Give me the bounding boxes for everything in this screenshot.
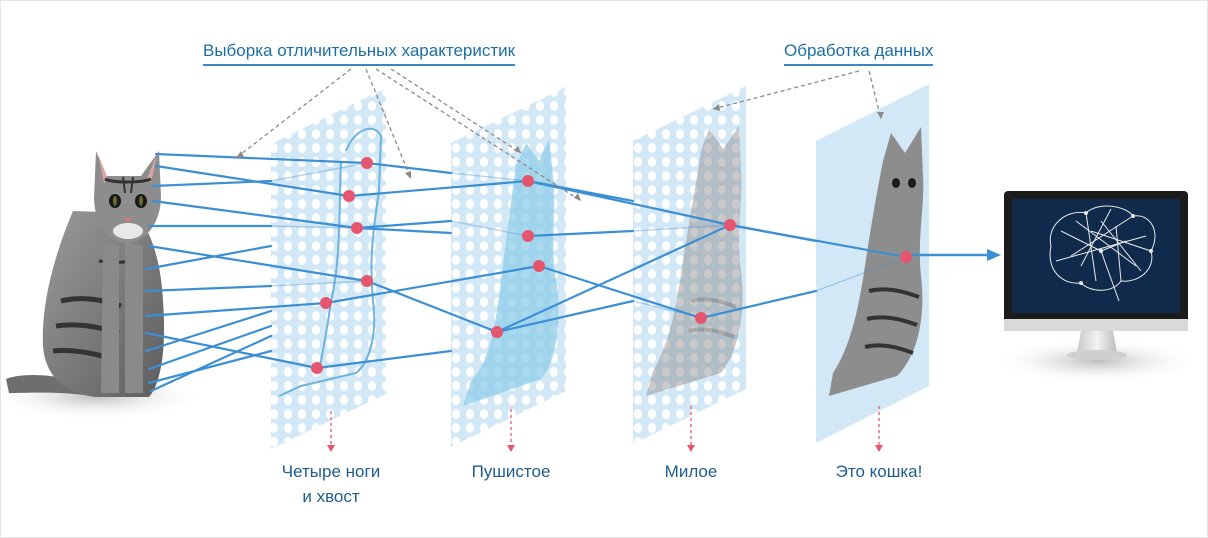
data-processing-label: Обработка данных <box>784 41 934 66</box>
layer-label-3-line1: Милое <box>664 462 718 481</box>
layer-output-arrowheads <box>327 445 883 452</box>
output-arrow <box>912 249 1001 261</box>
cat-photo <box>1 151 206 421</box>
layer-panel-1 <box>271 88 386 449</box>
layer-label-4: Это кошка! <box>819 459 939 484</box>
layer-output-pointers <box>330 406 880 446</box>
layer-panel-3 <box>633 86 746 444</box>
layer-label-3: Милое <box>646 459 736 484</box>
layer-panel-4 <box>816 84 929 443</box>
hidden-connections <box>270 162 907 319</box>
annotation-leaders <box>235 68 882 202</box>
annotation-arrowheads <box>236 104 884 201</box>
feature-extraction-label: Выборка отличительных характеристик <box>203 41 516 66</box>
layer-label-2: Пушистое <box>456 459 566 484</box>
layer-label-2-line1: Пушистое <box>471 462 551 481</box>
layer-label-1-line2: и хвост <box>302 487 360 506</box>
layer-label-1: Четыре ноги и хвост <box>266 459 396 509</box>
feature-nodes <box>311 157 912 374</box>
layer-label-4-line1: Это кошка! <box>835 462 923 481</box>
layer-label-1-line1: Четыре ноги <box>281 462 381 481</box>
layer-panel-2 <box>451 87 566 447</box>
monitor <box>992 191 1202 383</box>
brain-network-icon <box>1049 205 1156 302</box>
